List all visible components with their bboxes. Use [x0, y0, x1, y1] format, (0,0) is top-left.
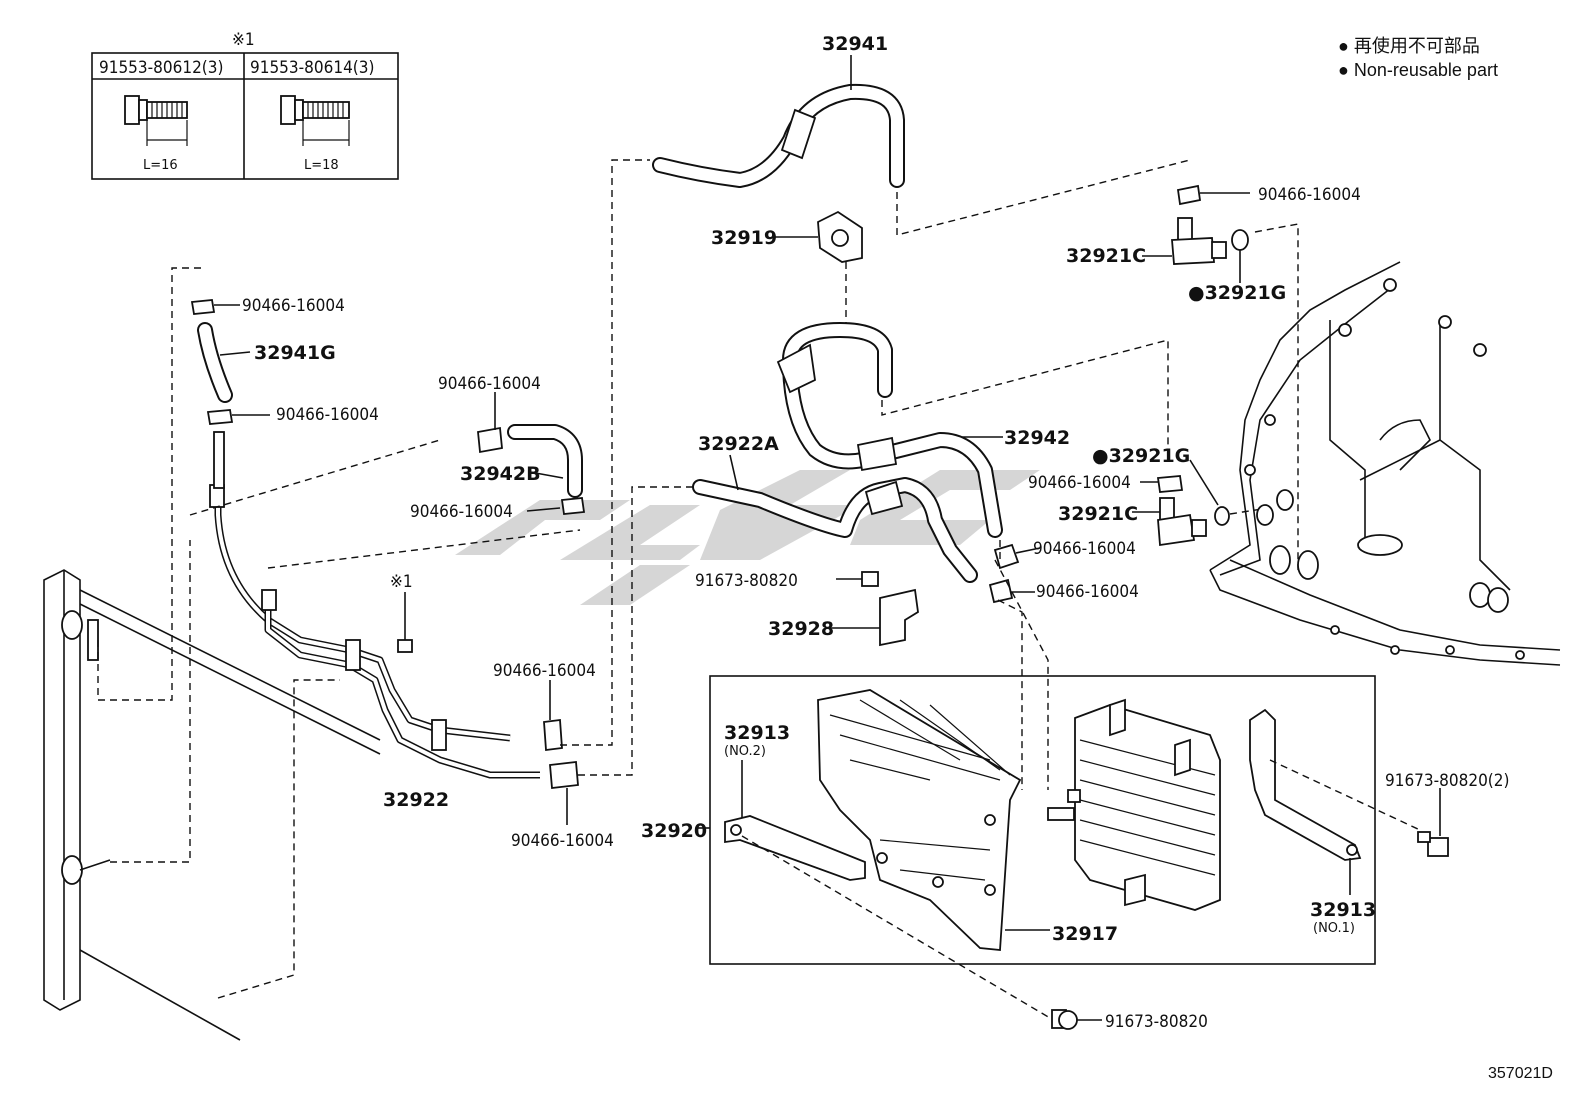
label-90466-left-mid: 90466-16004	[276, 405, 379, 425]
cooler-pipe-32922	[189, 435, 581, 779]
label-90466-mid-right: 90466-16004	[1028, 473, 1131, 493]
hose-32922a	[692, 454, 978, 583]
label-32928: 32928	[768, 618, 834, 640]
inset-note: ※1	[232, 30, 255, 50]
label-32917: 32917	[1052, 923, 1118, 945]
bracket-32928	[830, 571, 919, 647]
hose-32941	[652, 55, 1191, 236]
label-32919: 32919	[711, 227, 777, 249]
figure-id: 357021D	[1488, 1065, 1553, 1082]
label-32922: 32922	[383, 789, 449, 811]
flange-bolt-icon	[124, 95, 188, 146]
legend-line-en: ● Non-reusable part	[1338, 60, 1498, 80]
bolt-91673-bottom	[1051, 1009, 1102, 1030]
label-91673-bottom: 91673-80820	[1105, 1012, 1208, 1032]
label-90466-b-below: 90466-16004	[410, 502, 513, 522]
label-32921c-mid: 32921C	[1058, 503, 1138, 525]
label-90466-mid-clamp2: 90466-16004	[1036, 582, 1139, 602]
label-90466-mid-clamp1: 90466-16004	[1033, 539, 1136, 559]
clamps-mid	[988, 540, 1049, 790]
clamps-lower-left	[543, 159, 700, 825]
label-90466-b-above: 90466-16004	[438, 374, 541, 394]
label-32920: 32920	[641, 820, 707, 842]
inset-col1-length: L=16	[143, 158, 178, 173]
inset-col2-length: L=18	[304, 158, 339, 173]
label-32921c-top: 32921C	[1066, 245, 1146, 267]
note-x1: ※1	[390, 572, 413, 592]
label-91673-mid: 91673-80820	[695, 571, 798, 591]
hose-32941g	[190, 299, 270, 489]
label-90466-low-lower: 90466-16004	[511, 831, 614, 851]
bolt-91673-right	[1417, 788, 1449, 857]
flange-bolt-icon	[280, 95, 350, 146]
label-32942: 32942	[1004, 427, 1070, 449]
flange-bolt-small: ※1	[390, 572, 413, 653]
inset-col1-part: 91553-80612(3)	[99, 58, 223, 78]
fitting-32921c-top	[1142, 184, 1299, 570]
hose-32942	[776, 322, 1169, 538]
legend: ● 再使用不可部品 ● Non-reusable part	[1338, 36, 1498, 80]
label-32921g-mid: ●32921G	[1092, 445, 1190, 467]
fitting-32921c-mid	[1132, 459, 1269, 547]
legend-line-jp: ● 再使用不可部品	[1338, 36, 1480, 56]
label-32941g: 32941G	[254, 342, 336, 364]
label-90466-top-right: 90466-16004	[1258, 185, 1361, 205]
label-32913-no1: 32913	[1310, 899, 1376, 921]
transmission-housing	[1209, 261, 1561, 666]
label-91673-2: 91673-80820(2)	[1385, 771, 1509, 791]
inset-col2-part: 91553-80614(3)	[250, 58, 374, 78]
label-no2: (NO.2)	[724, 744, 766, 759]
radiator	[43, 267, 381, 1041]
label-90466-low-upper: 90466-16004	[493, 661, 596, 681]
cooler-assembly-box	[698, 675, 1421, 1019]
label-32942b: 32942B	[460, 463, 541, 485]
hose-32942b	[477, 392, 586, 515]
label-32921g-top: ●32921G	[1188, 282, 1286, 304]
label-32941: 32941	[822, 33, 888, 55]
part-labels: 32941 32919 90466-16004 32921C ●32921G 9…	[242, 33, 1553, 1082]
label-no1: (NO.1)	[1313, 921, 1355, 936]
inset-bolt-table: ※1 91553-80612(3) 91553-80614(3) L=16 L=…	[91, 30, 399, 180]
label-32913-no2: 32913	[724, 722, 790, 744]
hose-clip-32919	[772, 210, 863, 330]
label-32922a: 32922A	[698, 433, 779, 455]
label-90466-left-top: 90466-16004	[242, 296, 345, 316]
